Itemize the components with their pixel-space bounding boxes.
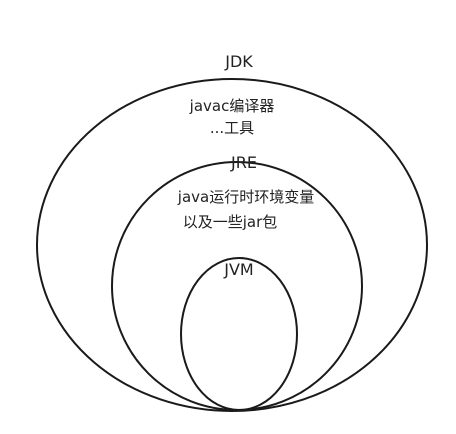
jdk-desc-line1: javac编译器 <box>189 97 275 115</box>
jre-desc-line2: 以及一些jar包 <box>182 213 278 231</box>
jre-title: JRE <box>231 153 257 172</box>
jvm-title: JVM <box>224 260 254 279</box>
jdk-title: JDK <box>225 52 253 71</box>
jdk-desc-line2: ...工具 <box>209 119 255 137</box>
jvm-ellipse <box>180 257 298 411</box>
jre-desc-line1: java运行时环境变量 <box>177 188 315 206</box>
jdk-ellipse <box>36 78 428 412</box>
